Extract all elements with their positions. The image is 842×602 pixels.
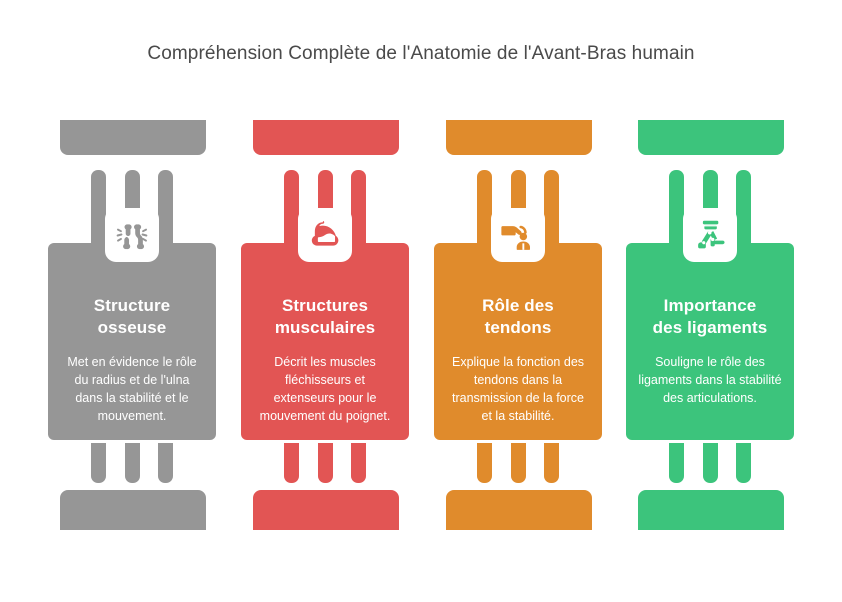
column-bottom-cap (446, 490, 592, 530)
column-bottom-cap (253, 490, 399, 530)
flexed-bicep-muscle-icon (298, 208, 352, 262)
column-bottom-prongs (91, 443, 173, 483)
column-top-cap (253, 120, 399, 155)
column-heading: Structures musculaires (274, 296, 376, 337)
column-heading: Structure osseuse (93, 296, 171, 337)
column-card[interactable]: Rôle des tendons Explique la fonction de… (434, 243, 602, 440)
hand-holding-person-icon (491, 208, 545, 262)
column-heading: Rôle des tendons (482, 296, 554, 337)
column-top-cap (446, 120, 592, 155)
prong (477, 443, 492, 483)
prong (477, 170, 492, 248)
column-body-text: Met en évidence le rôle du radius et de … (67, 354, 197, 424)
column-importance-des-ligaments[interactable]: Importance des ligaments Souligne le rôl… (626, 120, 794, 530)
prong (124, 443, 140, 483)
column-body-text: Souligne le rôle des ligaments dans la s… (638, 354, 782, 406)
prong (158, 170, 173, 248)
column-bottom-prongs (669, 443, 751, 483)
prong (351, 170, 366, 248)
prong (91, 170, 106, 248)
prong (669, 170, 684, 248)
column-role-des-tendons[interactable]: Rôle des tendons Explique la fonction de… (434, 120, 602, 530)
column-top-cap (60, 120, 206, 155)
prong (544, 170, 559, 248)
prong (351, 443, 366, 483)
column-structures-musculaires[interactable]: Structures musculaires Décrit les muscle… (241, 120, 409, 530)
column-card[interactable]: Structure osseuse Met en évidence le rôl… (48, 243, 216, 440)
prong (510, 443, 526, 483)
column-bottom-prongs (477, 443, 559, 483)
prong (91, 443, 106, 483)
page-title: Compréhension Complète de l'Anatomie de … (147, 43, 695, 64)
column-body-text: Explique la fonction des tendons dans la… (451, 354, 585, 424)
prong (544, 443, 559, 483)
prong (284, 170, 299, 248)
prong (736, 170, 751, 248)
column-body-text: Décrit les muscles fléchisseurs et exten… (259, 354, 391, 424)
prong (736, 443, 751, 483)
column-card[interactable]: Structures musculaires Décrit les muscle… (241, 243, 409, 440)
prong (702, 443, 718, 483)
column-card[interactable]: Importance des ligaments Souligne le rôl… (626, 243, 794, 440)
prong (284, 443, 299, 483)
column-structure-osseuse[interactable]: Structure osseuse Met en évidence le rôl… (48, 120, 216, 530)
prong (669, 443, 684, 483)
robotic-arm-joint-icon (683, 208, 737, 262)
bone-joint-fracture-icon (105, 208, 159, 262)
column-heading: Importance des ligaments (652, 296, 768, 337)
column-bottom-prongs (284, 443, 366, 483)
prong (158, 443, 173, 483)
column-top-cap (638, 120, 784, 155)
column-bottom-cap (60, 490, 206, 530)
column-bottom-cap (638, 490, 784, 530)
columns-container: Structure osseuse Met en évidence le rôl… (48, 120, 794, 530)
prong (317, 443, 333, 483)
